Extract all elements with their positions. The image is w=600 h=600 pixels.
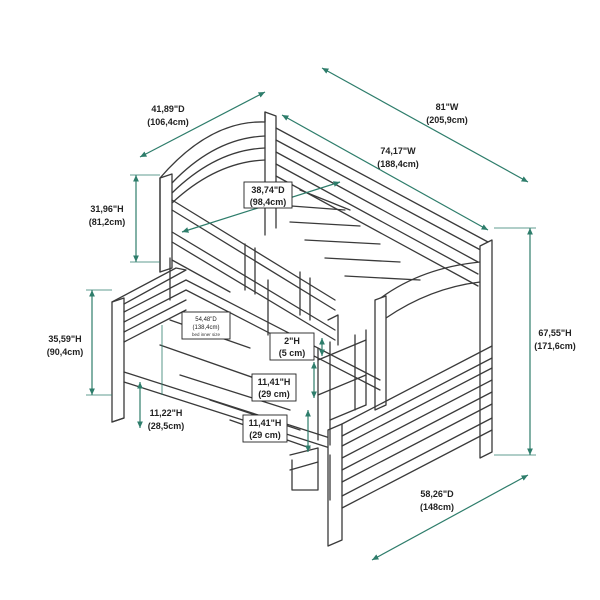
floor-clearance-imperial: 11,22"H <box>150 408 183 418</box>
top-depth-imperial: 41,89"D <box>151 104 185 114</box>
label-inner-width: 74,17"W (188,4cm) <box>377 146 419 169</box>
bottom-depth-imperial: 58,26"D <box>420 489 454 499</box>
overall-height-imperial: 67,55"H <box>538 328 571 338</box>
label-ladder-step: 2"H (5 cm) <box>269 332 315 361</box>
label-bottom-inner-depth: 54,48"D (138,4cm) bed inner size <box>181 311 231 340</box>
top-depth-metric: (106,4cm) <box>147 117 189 127</box>
top-inner-depth-imperial: 38,74"D <box>251 185 285 195</box>
label-ladder-rung-lower: 11,41"H (29 cm) <box>242 414 288 443</box>
bottom-inner-depth-metric: (138,4cm) <box>192 325 219 331</box>
label-ladder-rung-upper: 11,41"H (29 cm) <box>251 373 297 402</box>
bunk-bed-illustration <box>111 111 493 547</box>
overall-height-metric: (171,6cm) <box>534 341 576 351</box>
bottom-end-height-metric: (90,4cm) <box>47 347 84 357</box>
ladder-step-metric: (5 cm) <box>279 348 306 358</box>
label-overall-width: 81"W (205,9cm) <box>426 102 468 125</box>
inner-width-metric: (188,4cm) <box>377 159 419 169</box>
bottom-inner-depth-note: bed inner size <box>192 332 221 337</box>
inner-width-imperial: 74,17"W <box>380 146 416 156</box>
label-top-inner-depth: 38,74"D (98,4cm) <box>243 181 293 209</box>
ladder-rung-upper-imperial: 11,41"H <box>258 377 291 387</box>
ladder-rung-lower-imperial: 11,41"H <box>249 418 282 428</box>
dimension-lines <box>86 67 536 561</box>
ladder-rung-lower-metric: (29 cm) <box>249 430 281 440</box>
ladder-rung-upper-metric: (29 cm) <box>258 389 290 399</box>
ladder-step-imperial: 2"H <box>284 336 300 346</box>
bottom-depth-metric: (148cm) <box>420 502 454 512</box>
bottom-inner-depth-imperial: 54,48"D <box>195 317 217 323</box>
overall-width-metric: (205,9cm) <box>426 115 468 125</box>
label-floor-clearance: 11,22"H (28,5cm) <box>148 408 185 431</box>
overall-width-imperial: 81"W <box>436 102 459 112</box>
label-bottom-depth: 58,26"D (148cm) <box>420 489 454 512</box>
label-bottom-end-height: 35,59"H (90,4cm) <box>47 334 84 357</box>
label-overall-height: 67,55"H (171,6cm) <box>534 328 576 351</box>
bottom-end-height-imperial: 35,59"H <box>48 334 81 344</box>
top-guard-height-imperial: 31,96"H <box>90 204 123 214</box>
floor-clearance-metric: (28,5cm) <box>148 421 185 431</box>
label-top-depth: 41,89"D (106,4cm) <box>147 104 189 127</box>
top-guard-height-metric: (81,2cm) <box>89 217 126 227</box>
label-top-guard-height: 31,96"H (81,2cm) <box>89 204 126 227</box>
top-inner-depth-metric: (98,4cm) <box>250 197 287 207</box>
